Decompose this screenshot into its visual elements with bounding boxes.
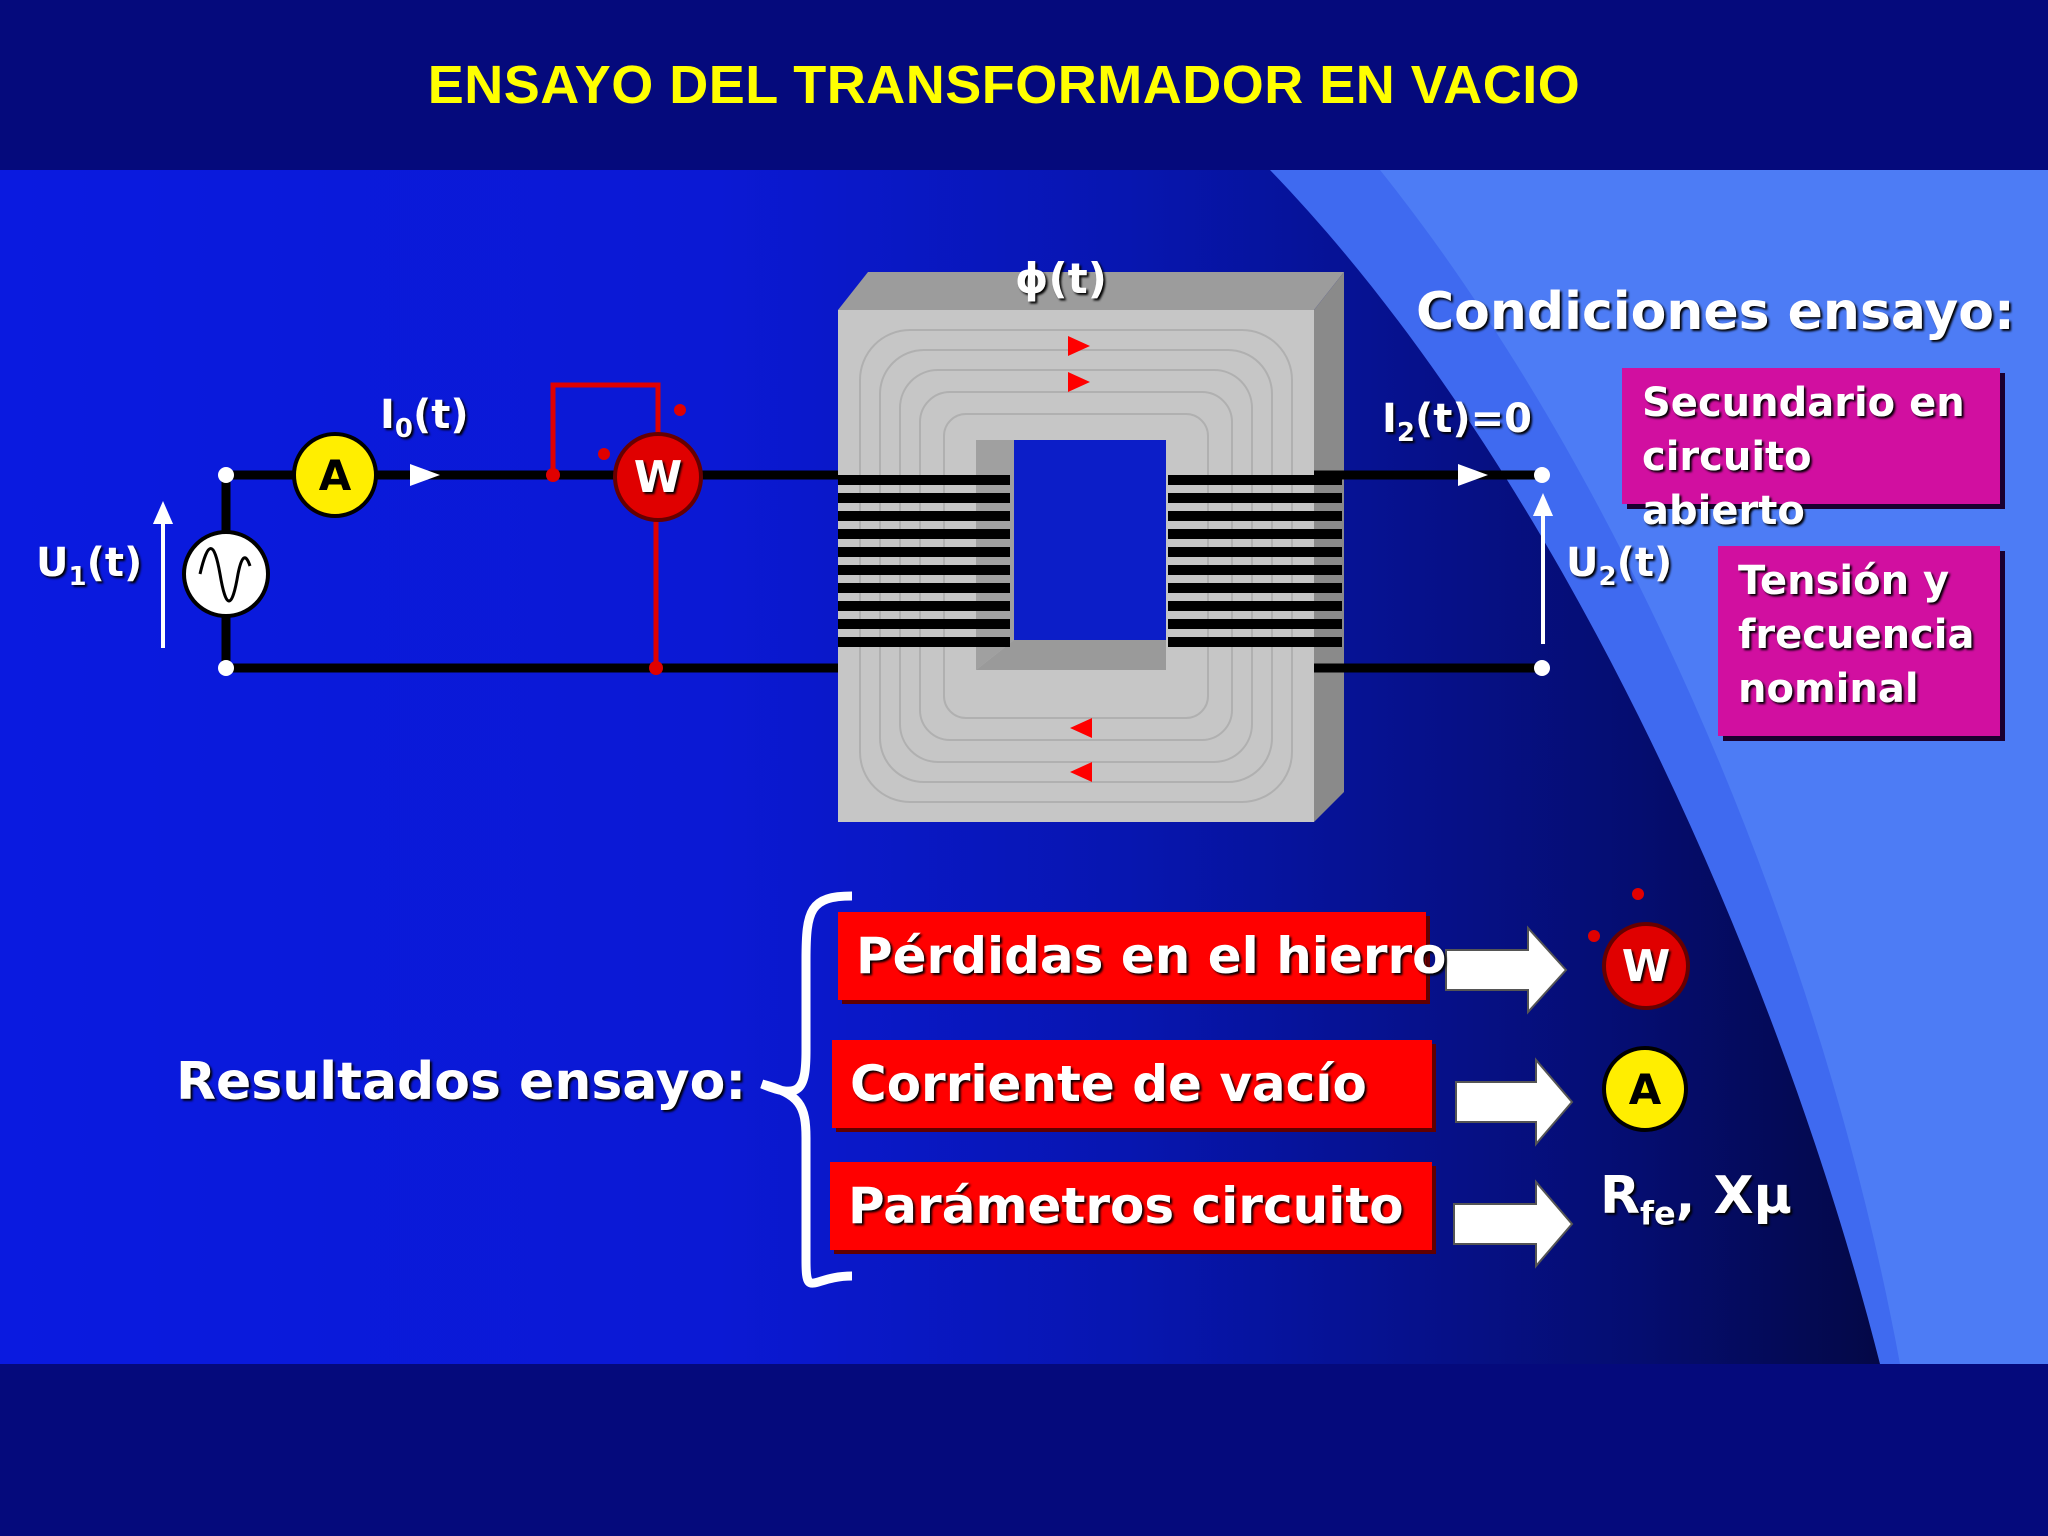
wattmeter-nodes xyxy=(546,404,686,675)
result-ammeter-label: A xyxy=(1628,1064,1662,1114)
slide-title: ENSAYO DEL TRANSFORMADOR EN VACIO xyxy=(427,55,1581,115)
core-top-face xyxy=(838,272,1344,310)
label-u2: U2(t) xyxy=(1566,540,1673,592)
label-flux: ϕ(t) xyxy=(1015,254,1107,303)
wattmeter-icon: W xyxy=(1602,922,1690,1010)
voltage-arrow-secondary xyxy=(1532,493,1554,644)
ammeter-icon: A xyxy=(292,432,378,518)
wattmeter-connections xyxy=(550,382,661,668)
primary-winding xyxy=(838,475,1010,647)
label-u1: U1(t) xyxy=(36,540,143,592)
current-arrow-primary xyxy=(410,464,440,486)
terminals xyxy=(218,467,1550,676)
condition-box-open-circuit: Secundario en circuito abierto xyxy=(1622,368,2000,534)
result-parameters: Rfe, Xμ xyxy=(1600,1166,1792,1233)
current-arrow-secondary xyxy=(1458,464,1488,486)
flux-arrow-bottom xyxy=(1070,718,1092,782)
transformer-circuit xyxy=(152,272,1554,822)
voltage-arrow-primary xyxy=(152,501,174,648)
result-circuit-parameters: Parámetros circuito xyxy=(830,1162,1432,1250)
wattmeter-label: W xyxy=(633,451,683,503)
ammeter-label: A xyxy=(318,450,352,500)
wattmeter-icon: W xyxy=(613,432,703,522)
core-window xyxy=(1014,440,1166,640)
label-i2: I2(t)=0 xyxy=(1382,396,1533,448)
conditions-heading: Condiciones ensayo: xyxy=(1416,282,2015,342)
secondary-winding xyxy=(1168,475,1342,647)
result-no-load-current: Corriente de vacío xyxy=(832,1040,1432,1128)
flux-arrow-top xyxy=(1068,336,1090,392)
result-iron-losses: Pérdidas en el hierro xyxy=(838,912,1447,1000)
results-heading: Resultados ensayo: xyxy=(176,1052,747,1112)
condition-box-nominal: Tensión y frecuencia nominal xyxy=(1718,546,2000,736)
bottom-bar xyxy=(0,1364,2048,1536)
secondary-wires xyxy=(1314,470,1542,673)
title-bar: ENSAYO DEL TRANSFORMADOR EN VACIO xyxy=(0,0,2048,170)
content-area: A W U1(t) I0(t) ϕ(t) I2(t)=0 U2(t) Condi… xyxy=(0,170,2048,1364)
ac-source-icon xyxy=(182,530,270,618)
result-wattmeter-label: W xyxy=(1621,940,1671,992)
label-i0: I0(t) xyxy=(380,392,469,444)
result-wattmeter-dots xyxy=(1588,888,1644,942)
core-window-bevel-bottom xyxy=(976,640,1166,670)
ammeter-icon: A xyxy=(1602,1046,1688,1132)
